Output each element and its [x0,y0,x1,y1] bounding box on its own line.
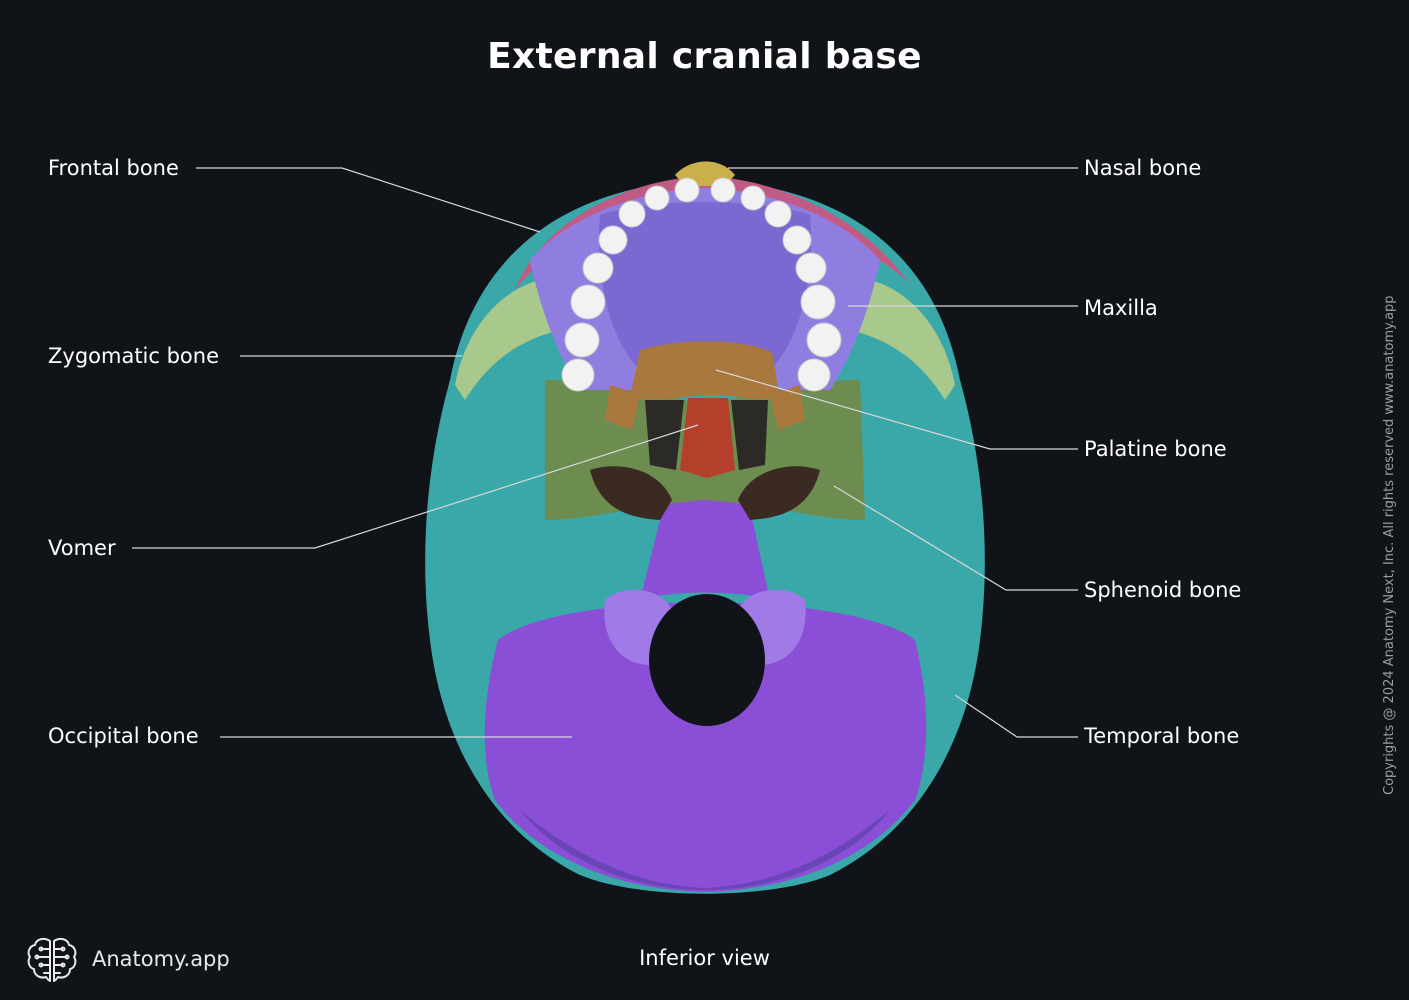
palatine-wings [605,385,805,430]
leader-vomer [132,424,699,549]
brand[interactable]: Anatomy.app [26,934,230,984]
occipital-bone-region [484,602,927,892]
label-zygomatic-bone: Zygomatic bone [48,344,220,368]
label-temporal-bone: Temporal bone [1084,724,1240,748]
label-frontal-bone: Frontal bone [48,156,179,180]
leader-sphenoid [833,485,1078,591]
view-caption: Inferior view [639,946,770,970]
brand-name: Anatomy.app [92,947,230,971]
page-title: External cranial base [487,36,922,77]
label-nasal-bone: Nasal bone [1084,156,1202,180]
label-occipital-bone: Occipital bone [48,724,199,748]
sphenoid-dark-fossa [590,466,820,520]
choanae [645,400,768,470]
zygomatic-bone-right [850,280,955,400]
zygomatic-bone-left [455,280,560,400]
label-palatine-bone: Palatine bone [1084,437,1227,461]
frontal-bone-region [515,176,910,290]
leader-frontal [196,167,541,233]
foramen-magnum [649,594,765,726]
label-maxilla: Maxilla [1084,296,1158,320]
leader-palatine [715,369,1078,450]
vomer-region [680,398,735,478]
copyright-notice: Copyrights @ 2024 Anatomy Next, Inc. All… [1382,295,1397,795]
occipital-basilar-part [640,494,770,600]
hard-palate [599,202,811,370]
teeth [561,177,842,392]
occipital-lower-shade [520,810,890,890]
label-sphenoid-bone: Sphenoid bone [1084,578,1242,602]
leader-temporal [954,694,1078,738]
brain-logo-icon [27,937,77,982]
label-vomer: Vomer [48,536,116,560]
palatine-bone-region [630,341,780,400]
